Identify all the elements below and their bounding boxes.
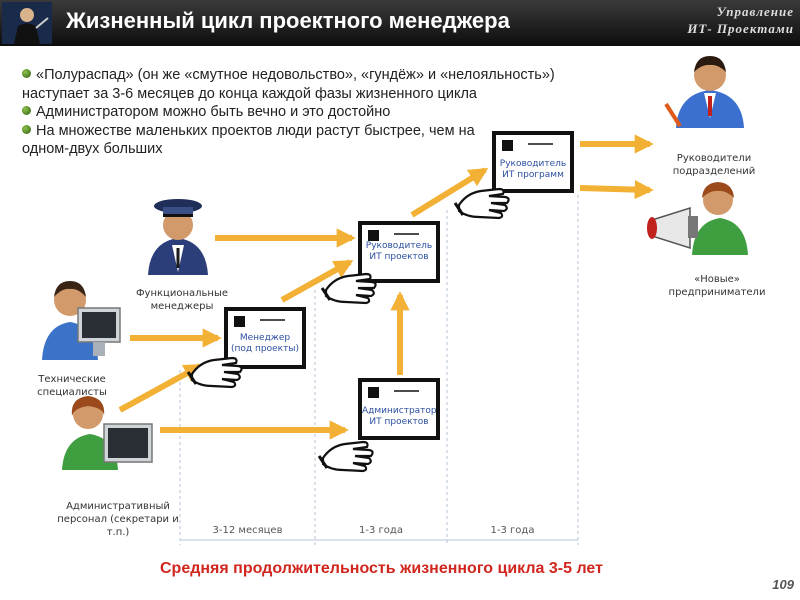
hand-icon xyxy=(453,187,511,220)
hand-icon xyxy=(317,440,375,473)
card-it-project-admin xyxy=(317,378,440,473)
arrow-project-to-program-head xyxy=(410,167,489,218)
role-division-heads: Руководители подразделений xyxy=(672,153,756,177)
role-new-entrepreneurs: «Новые» предприниматели xyxy=(668,274,766,298)
card-it-program-head-label: Руководитель ИТ программ xyxy=(499,159,567,180)
brand-line-2: ИТ- Проектами xyxy=(687,21,794,36)
timeline-guides xyxy=(179,195,579,545)
bullet-item: Администратором можно быть вечно и это д… xyxy=(22,103,602,122)
functional-manager-icon xyxy=(148,199,208,275)
page-title: Жизненный цикл проектного менеджера xyxy=(66,8,510,33)
header-bar: Жизненный цикл проектного менеджера Упра… xyxy=(0,0,800,46)
course-brand: Управление ИТ- Проектами xyxy=(674,3,794,37)
card-it-project-head xyxy=(320,221,440,305)
arrow-manager-to-project-head xyxy=(280,259,354,303)
period-label: 3-12 месяцев xyxy=(212,525,283,536)
bullet-item: «Полураспад» (он же «смутное недовольств… xyxy=(22,67,555,102)
card-manager-label: Менеджер (под проекты) xyxy=(231,333,299,354)
period-label: 1-3 года xyxy=(490,525,535,536)
hand-icon xyxy=(186,356,244,389)
card-it-project-admin-label: Администратор ИТ проектов xyxy=(362,406,437,427)
division-head-icon xyxy=(664,56,744,128)
hand-icon xyxy=(320,272,378,305)
role-admin-staff: Административный персонал (секретари и т… xyxy=(57,501,179,538)
arrow-admin-staff-to-manager xyxy=(118,363,204,413)
card-it-program-head xyxy=(453,131,574,220)
tech-specialist-icon xyxy=(42,281,121,360)
arrow-program-to-entrepreneurs xyxy=(579,179,654,200)
lifecycle-summary: Средняя продолжительность жизненного цик… xyxy=(160,560,603,577)
role-functional-managers: Функциональные менеджеры xyxy=(135,288,229,312)
card-it-project-head-label: Руководитель ИТ проектов xyxy=(365,241,433,262)
role-tech-specialists: Технические специалисты xyxy=(37,374,107,398)
admin-staff-icon xyxy=(62,396,153,470)
bullet-icon xyxy=(22,106,31,115)
page-number: 109 xyxy=(772,577,794,592)
presenter-logo-icon xyxy=(2,2,52,44)
bullet-icon xyxy=(22,124,31,134)
career-arrows xyxy=(118,134,654,440)
bullet-list: «Полураспад» (он же «смутное недовольств… xyxy=(22,66,602,159)
brand-line-1: Управление xyxy=(716,4,794,19)
period-label: 1-3 года xyxy=(359,525,403,536)
bullet-item: На множестве маленьких проектов люди рас… xyxy=(22,122,475,157)
bullet-icon xyxy=(22,69,31,78)
new-entrepreneur-icon xyxy=(647,182,748,255)
card-manager xyxy=(186,307,306,389)
